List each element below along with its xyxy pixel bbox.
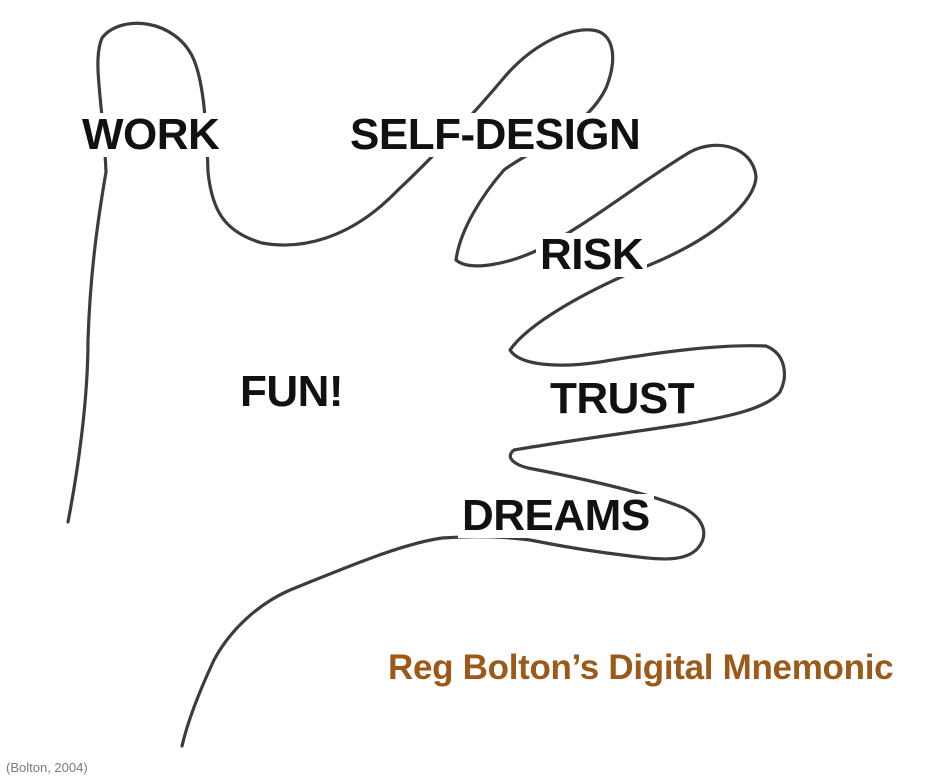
word-trust: TRUST xyxy=(546,377,699,421)
word-self-design: SELF-DESIGN xyxy=(346,113,645,157)
word-work: WORK xyxy=(78,113,224,157)
word-fun: FUN! xyxy=(236,370,348,414)
word-dreams: DREAMS xyxy=(458,494,654,538)
word-risk: RISK xyxy=(536,233,648,277)
citation: (Bolton, 2004) xyxy=(6,760,88,775)
diagram-caption: Reg Bolton’s Digital Mnemonic xyxy=(388,648,894,687)
